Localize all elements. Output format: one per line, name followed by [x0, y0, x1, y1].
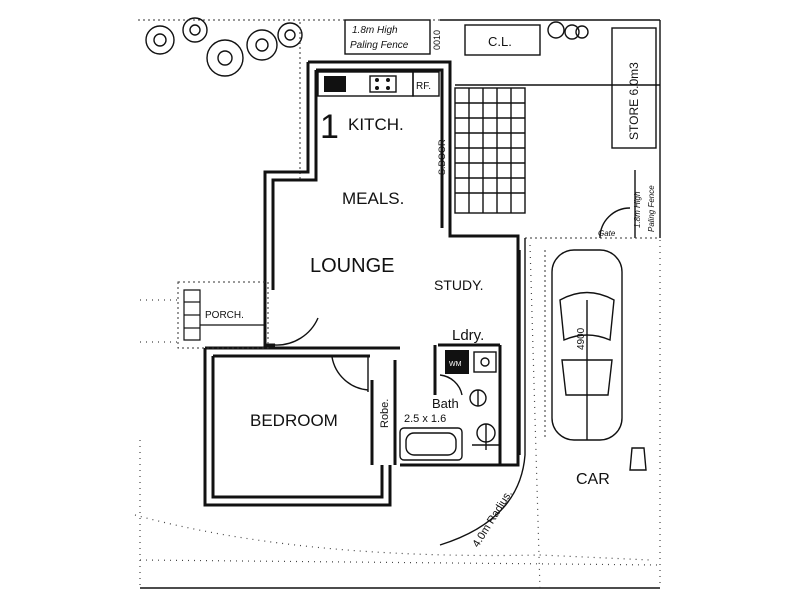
house-walls	[203, 60, 520, 507]
wm-label: WM	[449, 361, 462, 368]
gate-label: Gate	[598, 229, 616, 238]
kitchen-label: KITCH.	[348, 115, 404, 134]
paved-courtyard	[454, 87, 526, 214]
car-outline	[544, 249, 623, 441]
tree-icon	[547, 21, 589, 40]
porch-door-swing	[274, 317, 319, 346]
sliding-door-label: S.DOOR	[437, 139, 447, 175]
car-dimension: 4900	[576, 327, 587, 350]
bath-fixtures	[399, 374, 500, 461]
lounge-label: LOUNGE	[310, 255, 394, 277]
car-label: CAR	[576, 471, 610, 488]
bath-label: Bath	[432, 396, 459, 411]
kitchen-bench	[317, 71, 440, 97]
unit-number: 1	[320, 108, 339, 146]
sink-icon	[369, 75, 397, 93]
site-ground	[134, 240, 661, 591]
bedroom-door-swing	[331, 356, 369, 391]
store-box	[611, 27, 657, 149]
fridge-label: RF.	[416, 81, 431, 92]
gate-swing	[599, 207, 631, 239]
clothesline-label: C.L.	[488, 34, 512, 49]
bedroom-label: BEDROOM	[250, 411, 338, 430]
laundry-label: Ldry.	[452, 327, 484, 344]
clothesline-box	[464, 24, 541, 56]
meals-label: MEALS.	[342, 189, 404, 208]
laundry-tub-icon	[473, 351, 497, 373]
turning-radius-arc	[439, 238, 526, 546]
bin-icon	[629, 447, 647, 471]
porch-label: PORCH.	[205, 310, 244, 321]
fence-label-box	[344, 19, 431, 55]
fence-label-right-2: Paling Fence	[647, 185, 656, 232]
tree-icon	[145, 17, 303, 77]
porch	[140, 281, 319, 349]
oven-icon	[324, 76, 346, 92]
bathtub-icon	[399, 427, 463, 461]
fence-label-top: 1.8m High	[352, 25, 398, 36]
radius-label: 4.0m Radius.	[470, 488, 515, 549]
laundry-fixtures	[445, 350, 497, 374]
washing-machine-icon	[445, 350, 469, 374]
robe-label: Robe.	[379, 399, 391, 428]
fence-label-code: 0010	[432, 30, 442, 50]
tree-cluster	[145, 17, 589, 77]
bath-size-label: 2.5 x 1.6	[404, 413, 446, 425]
study-label: STUDY.	[434, 277, 484, 293]
fence-label-top-2: Paling Fence	[350, 40, 409, 51]
store-label: STORE 6.0m3	[627, 62, 641, 140]
fence-label-right: 1.8m High	[633, 191, 642, 228]
